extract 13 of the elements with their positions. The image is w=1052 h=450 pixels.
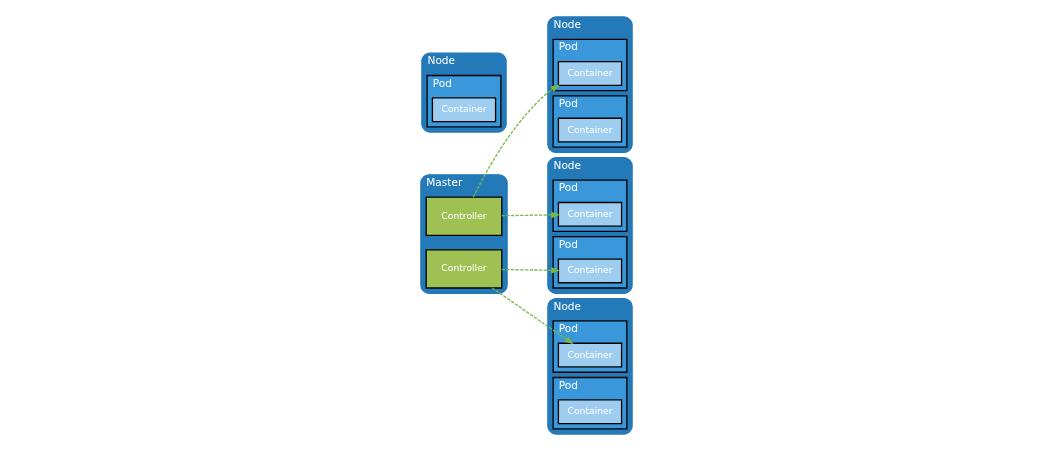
node-box: Container (557, 342, 622, 368)
node-box: Controller (425, 248, 502, 289)
arrow (472, 83, 560, 198)
node-box: Container (557, 60, 622, 86)
node-box: Container (557, 257, 622, 283)
node-box: Container (431, 96, 496, 122)
arrow (491, 286, 574, 344)
node-box: Controller (425, 196, 502, 236)
node-box: Container (557, 201, 622, 227)
node-box: Container (557, 398, 622, 424)
arrow (500, 211, 560, 218)
node-box: Container (557, 117, 622, 143)
arrow (500, 266, 560, 274)
